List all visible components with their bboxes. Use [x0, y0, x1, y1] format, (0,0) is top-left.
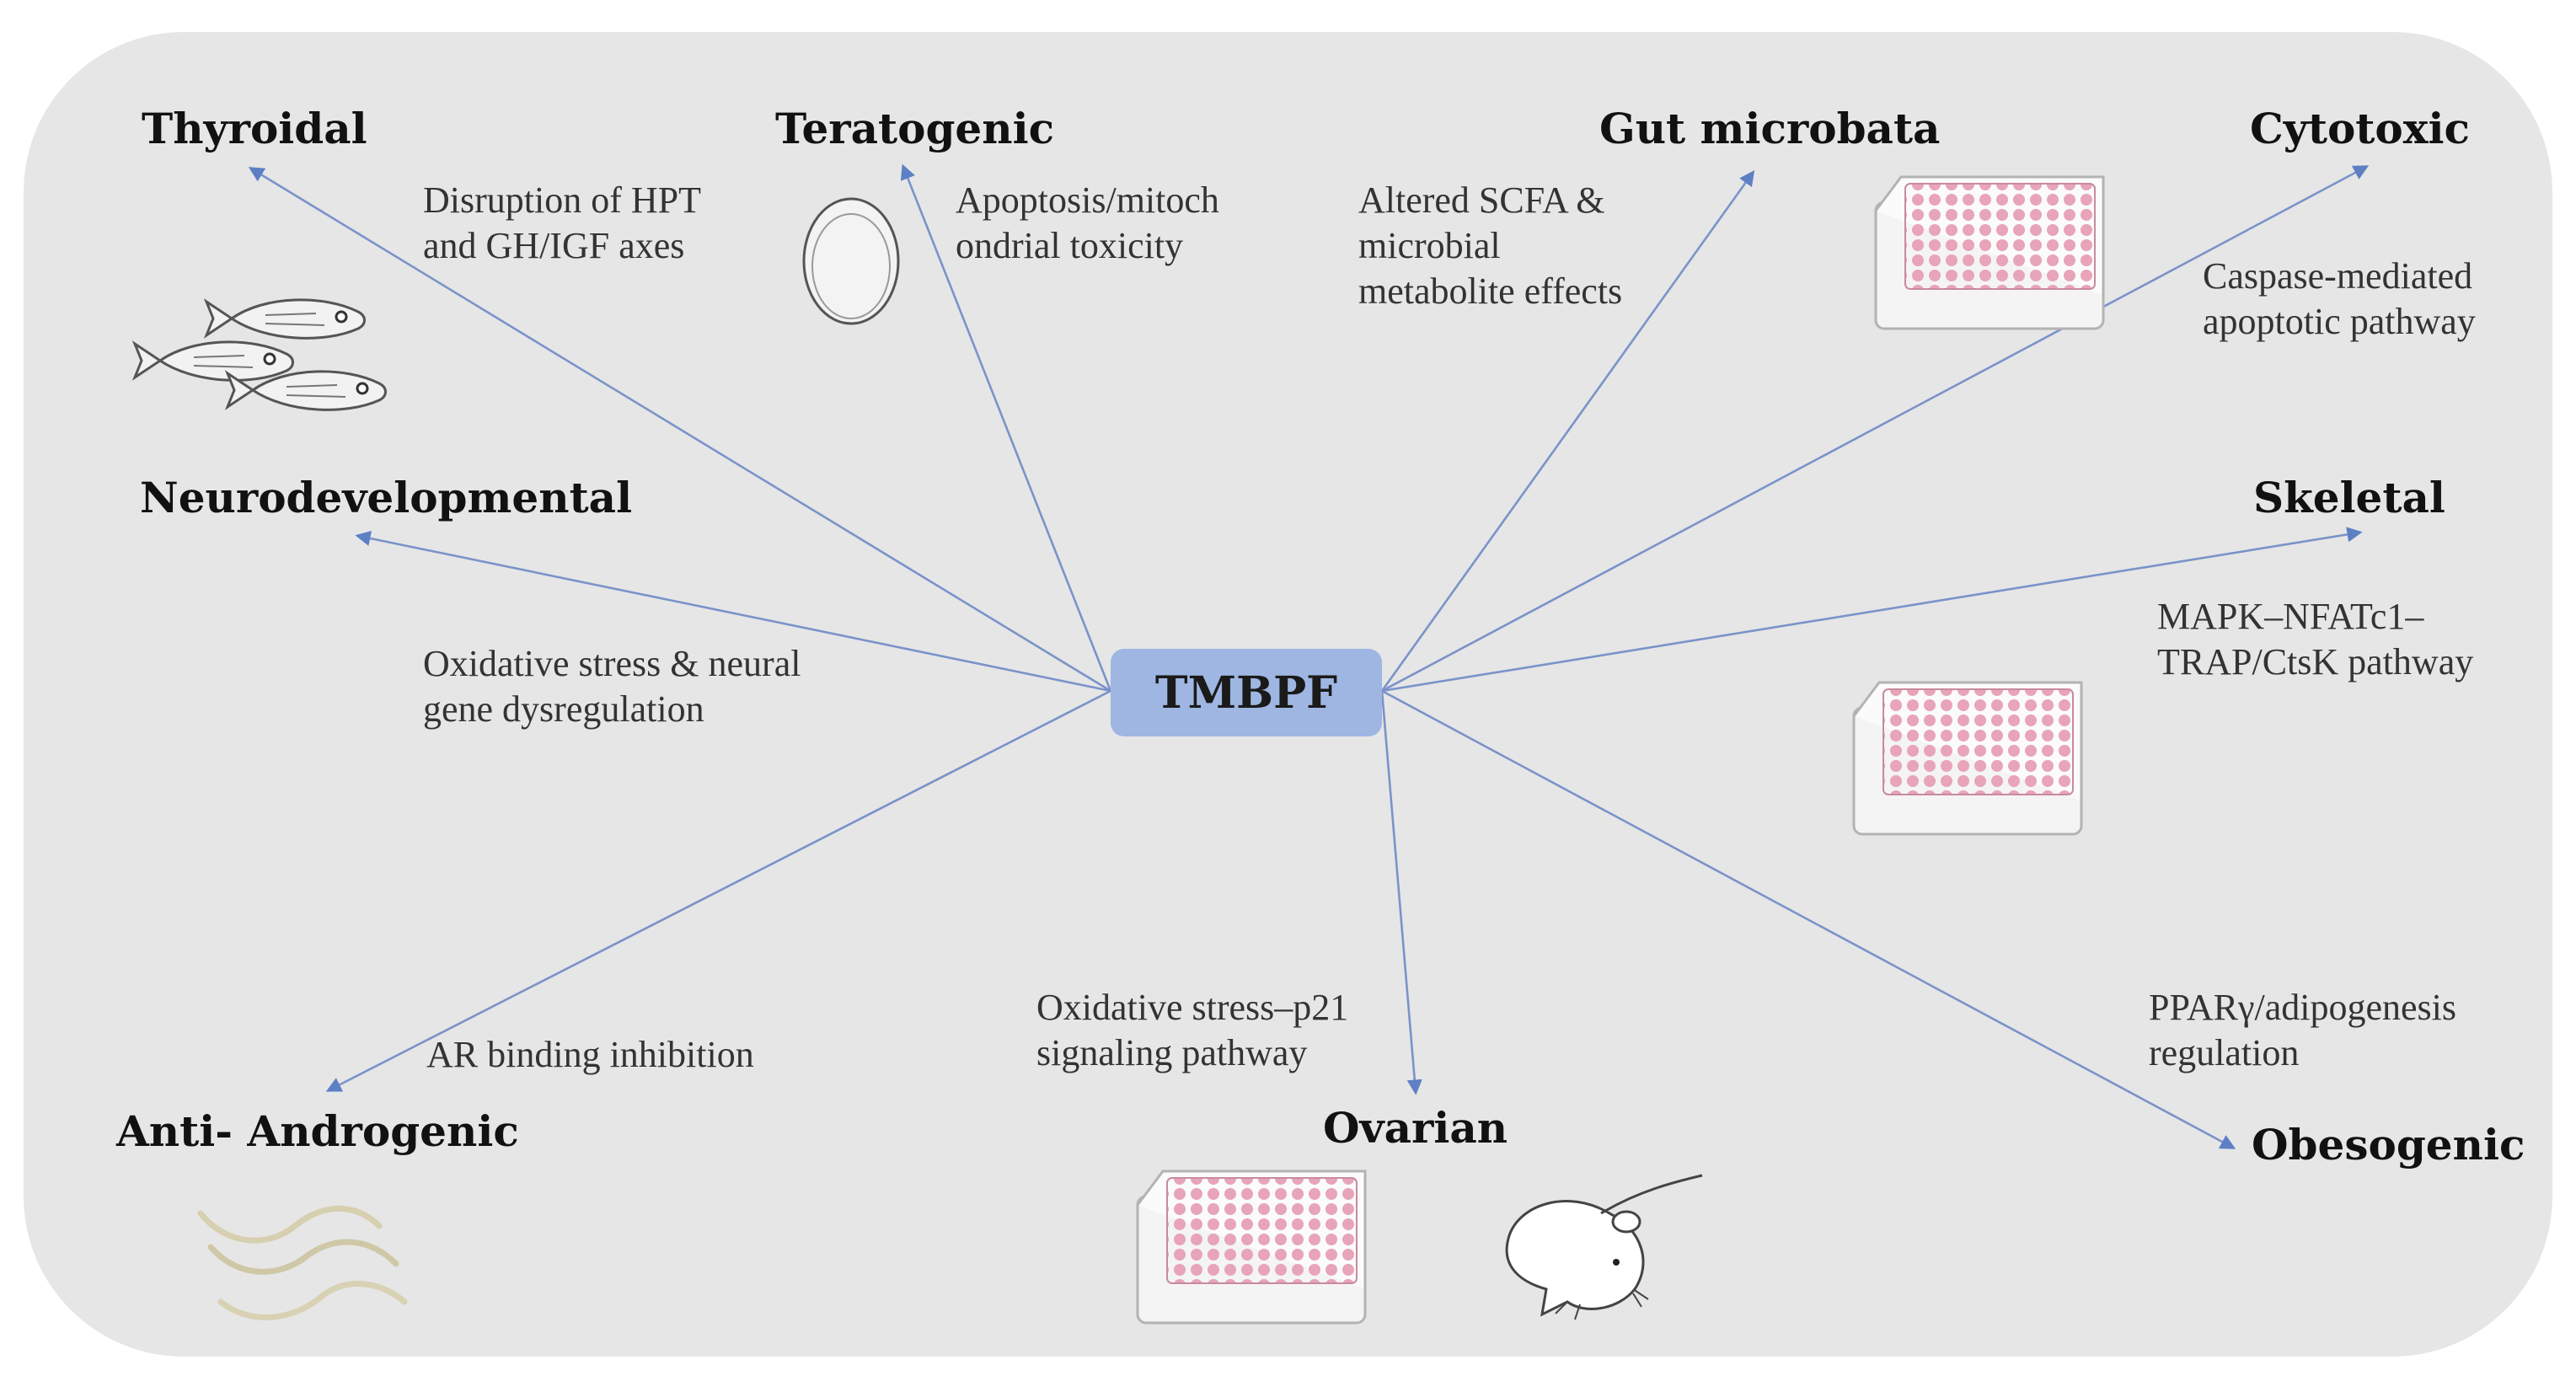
svg-text:microbial: microbial: [1358, 225, 1501, 266]
desc-thyroidal: Disruption of HPT and GH/IGF axes: [423, 179, 701, 266]
arrow-neuro: [355, 531, 1111, 693]
arrow-obesogenic: [1381, 689, 2236, 1149]
svg-text:Caspase-mediated: Caspase-mediated: [2203, 255, 2472, 297]
svg-text:ondrial toxicity: ondrial toxicity: [956, 225, 1183, 266]
desc-gut: Altered SCFA & microbial metabolite effe…: [1358, 179, 1622, 312]
title-neuro: Neurodevelopmental: [140, 473, 632, 522]
svg-text:Altered SCFA &: Altered SCFA &: [1358, 179, 1605, 221]
title-gut: Gut microbata: [1599, 104, 1940, 153]
svg-text:Disruption of HPT: Disruption of HPT: [423, 179, 701, 221]
title-cytotoxic: Cytotoxic: [2250, 104, 2470, 153]
svg-text:signaling pathway: signaling pathway: [1036, 1032, 1307, 1073]
svg-text:Oxidative stress–p21: Oxidative stress–p21: [1036, 987, 1348, 1028]
desc-anti-androgenic: AR binding inhibition: [426, 1034, 754, 1075]
desc-skeletal: MAPK–NFATc1– TRAP/CtsK pathway: [2157, 596, 2473, 682]
arrow-gut: [1380, 170, 1755, 692]
svg-text:Apoptosis/mitoch: Apoptosis/mitoch: [956, 179, 1219, 221]
svg-text:gene dysregulation: gene dysregulation: [423, 688, 704, 730]
arrow-anti-androgenic: [325, 689, 1111, 1092]
title-skeletal: Skeletal: [2253, 473, 2445, 522]
arrow-teratogenic: [900, 163, 1112, 692]
svg-text:regulation: regulation: [2149, 1032, 2299, 1073]
mouse-icon: [1505, 1174, 1703, 1320]
worm-icon: [197, 1205, 408, 1320]
svg-text:PPARγ/adipogenesis: PPARγ/adipogenesis: [2149, 987, 2456, 1028]
svg-text:TRAP/CtsK pathway: TRAP/CtsK pathway: [2157, 641, 2473, 682]
well-plate-icon-ovarian: [1136, 1170, 1367, 1325]
svg-text:and GH/IGF axes: and GH/IGF axes: [423, 225, 684, 266]
fish-icon: [133, 298, 387, 411]
title-obesogenic: Obesogenic: [2252, 1120, 2525, 1170]
arrow-thyroidal: [248, 167, 1111, 693]
desc-obesogenic: PPARγ/adipogenesis regulation: [2149, 987, 2456, 1073]
svg-text:metabolite effects: metabolite effects: [1358, 270, 1622, 312]
center-node: TMBPF: [1111, 649, 1382, 736]
desc-cytotoxic: Caspase-mediated apoptotic pathway: [2203, 255, 2476, 342]
title-anti-androgenic: Anti- Androgenic: [115, 1106, 519, 1156]
desc-ovarian: Oxidative stress–p21 signaling pathway: [1036, 987, 1348, 1073]
well-plate-icon-cytotoxic: [1874, 175, 2105, 330]
egg-icon: [802, 197, 900, 325]
title-teratogenic: Teratogenic: [775, 104, 1054, 153]
desc-neuro: Oxidative stress & neural gene dysregula…: [423, 643, 801, 730]
desc-teratogenic: Apoptosis/mitoch ondrial toxicity: [956, 179, 1219, 266]
center-label: TMBPF: [1155, 667, 1337, 719]
arrow-ovarian: [1380, 690, 1422, 1095]
title-thyroidal: Thyroidal: [142, 104, 367, 153]
title-ovarian: Ovarian: [1323, 1103, 1508, 1153]
well-plate-icon-skeletal: [1852, 681, 2083, 836]
arrow-cytotoxic: [1381, 165, 2370, 693]
svg-text:AR binding inhibition: AR binding inhibition: [426, 1034, 754, 1075]
arrows: [248, 163, 2370, 1149]
svg-text:apoptotic pathway: apoptotic pathway: [2203, 301, 2476, 342]
svg-text:Oxidative stress & neural: Oxidative stress & neural: [423, 643, 801, 684]
arrow-skeletal: [1381, 527, 2363, 693]
svg-text:MAPK–NFATc1–: MAPK–NFATc1–: [2157, 596, 2424, 637]
